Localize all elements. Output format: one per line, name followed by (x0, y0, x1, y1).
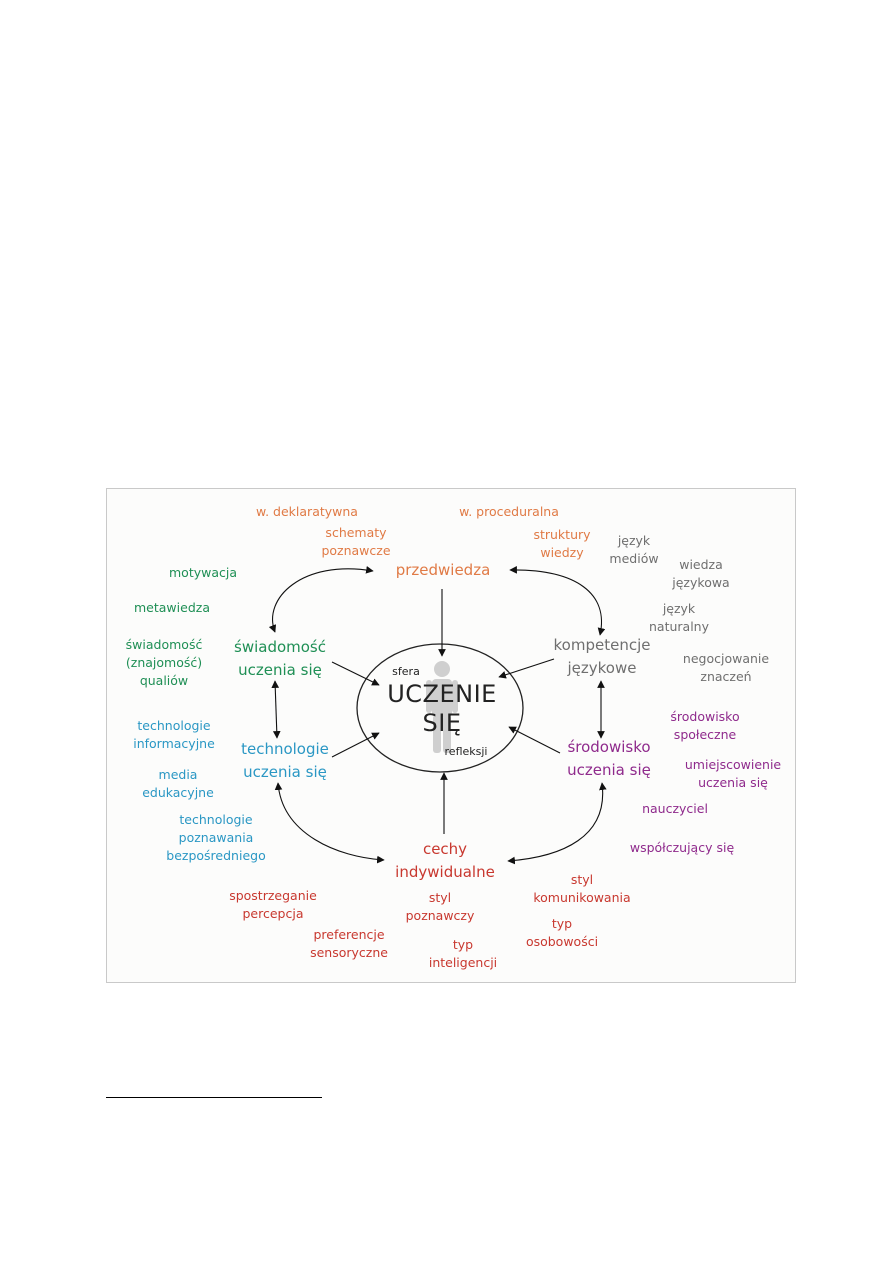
label-umiejscowienie: umiejscowienie uczenia się (684, 757, 782, 790)
label-jezyk-naturalny: język naturalny (649, 601, 709, 634)
label-w-deklaratywna: w. deklaratywna (256, 504, 358, 519)
arrow-swiadomosc-center (331, 661, 380, 686)
label-typ-osobowosci: typ osobowości (525, 916, 599, 949)
label-struktury-wiedzy: struktury wiedzy (533, 527, 591, 560)
arrow-przedwiedza-swiadomosc (268, 566, 374, 633)
arrow-srodowisko-cechy (507, 782, 607, 865)
hub-srodowisko-uczenia: środowisko uczenia się (567, 738, 651, 779)
label-preferencje-sensoryczne: preferencje sensoryczne (310, 927, 388, 960)
person-silhouette (426, 661, 458, 753)
label-technologie-poznawania: technologie poznawania bezpośredniego (166, 812, 266, 863)
learning-diagram: sfera UCZENIE SIĘ refleksji przedwiedza … (106, 488, 796, 983)
hub-kompetencje-jezykowe: kompetencje językowe (553, 636, 651, 677)
label-negocjowanie-znaczen: negocjowanie znaczeń (682, 651, 770, 684)
label-schematy-poznawcze: schematy poznawcze (321, 525, 391, 558)
hub-technologie-uczenia: technologie uczenia się (241, 740, 329, 781)
diagram-connectors (268, 566, 607, 865)
label-w-proceduralna: w. proceduralna (459, 504, 559, 519)
hub-swiadomosc-uczenia: świadomość uczenia się (234, 638, 326, 679)
label-wiedza-jezykowa: wiedza językowa (672, 557, 730, 590)
label-styl-poznawczy: styl poznawczy (405, 890, 475, 923)
label-technologie-informacyjne: technologie informacyjne (133, 718, 215, 751)
label-styl-komunikowania: styl komunikowania (533, 872, 631, 905)
label-jezyk-mediow: język mediów (609, 533, 659, 566)
hub-cechy-indywidualne: cechy indywidualne (395, 840, 495, 881)
label-nauczyciel: nauczyciel (642, 801, 708, 816)
center-title: UCZENIE SIĘ (387, 680, 497, 737)
arrow-technologie-cechy (274, 782, 385, 864)
arrow-przedwiedza-kompetencje (509, 566, 606, 636)
label-srodowisko-spoleczne: środowisko społeczne (670, 709, 740, 742)
label-wspolczujacy: współczujący się (629, 840, 735, 855)
sphere-top-label: sfera (392, 665, 420, 678)
center-ellipse (356, 643, 524, 773)
hub-przedwiedza: przedwiedza (395, 561, 491, 579)
footnote-separator (106, 1097, 322, 1098)
label-media-edukacyjne: media edukacyjne (142, 767, 214, 800)
label-spostrzeganie-percepcja: spostrzeganie percepcja (229, 888, 317, 921)
sphere-bottom-label: refleksji (444, 745, 488, 758)
arrow-swiadomosc-technologie (271, 680, 281, 739)
label-motywacja: motywacja (168, 565, 238, 580)
arrow-kompetencje-center (498, 658, 555, 679)
arrow-srodowisko-center (508, 726, 561, 754)
label-swiadomosc-qualiow: świadomość (znajomość) qualiów (125, 637, 203, 688)
label-typ-inteligencji: typ inteligencji (428, 937, 498, 970)
label-metawiedza: metawiedza (134, 600, 210, 615)
arrow-technologie-center (331, 732, 380, 758)
